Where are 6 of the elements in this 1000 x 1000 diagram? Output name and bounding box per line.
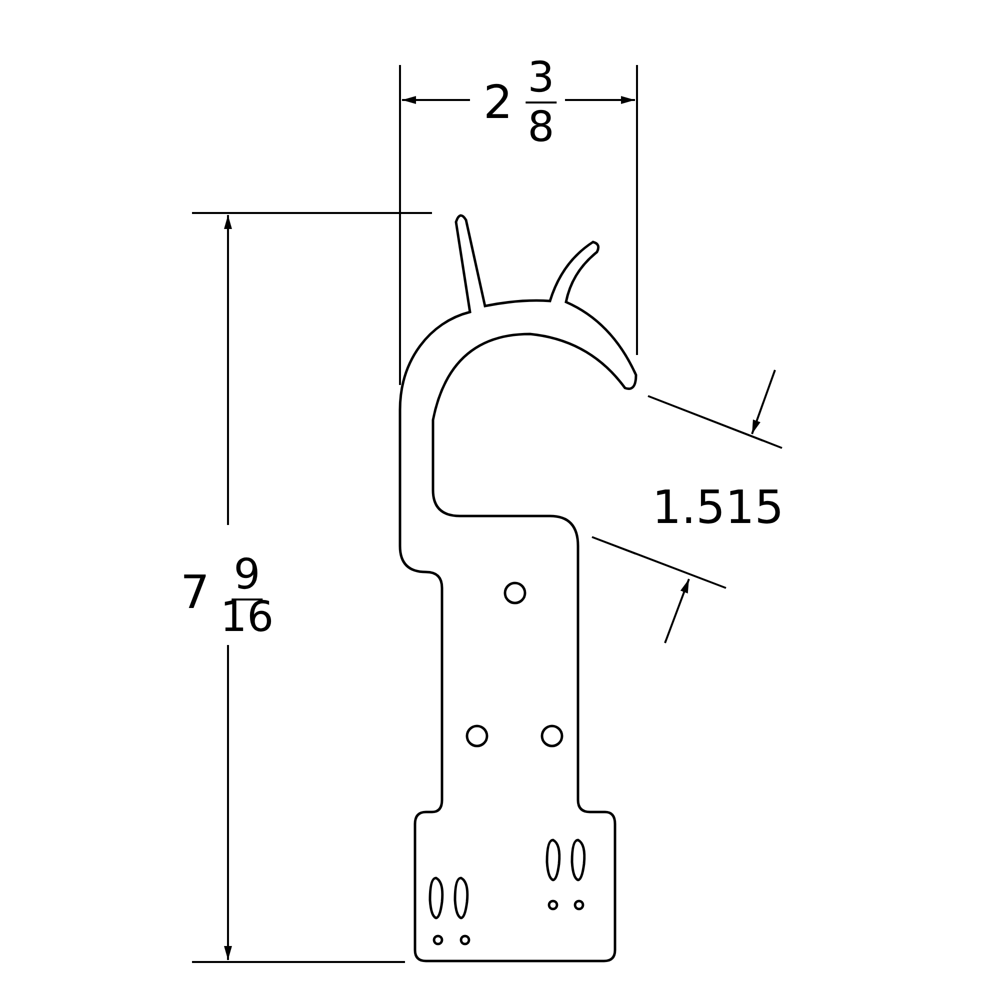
dimension-value: 9	[232, 554, 262, 600]
dimension-value: 3	[526, 56, 556, 104]
dimension-value: 1.515	[652, 484, 784, 530]
dimension-value: 8	[528, 106, 554, 148]
dimension-value: 7	[180, 569, 210, 615]
dimension-value: 2	[483, 79, 513, 125]
